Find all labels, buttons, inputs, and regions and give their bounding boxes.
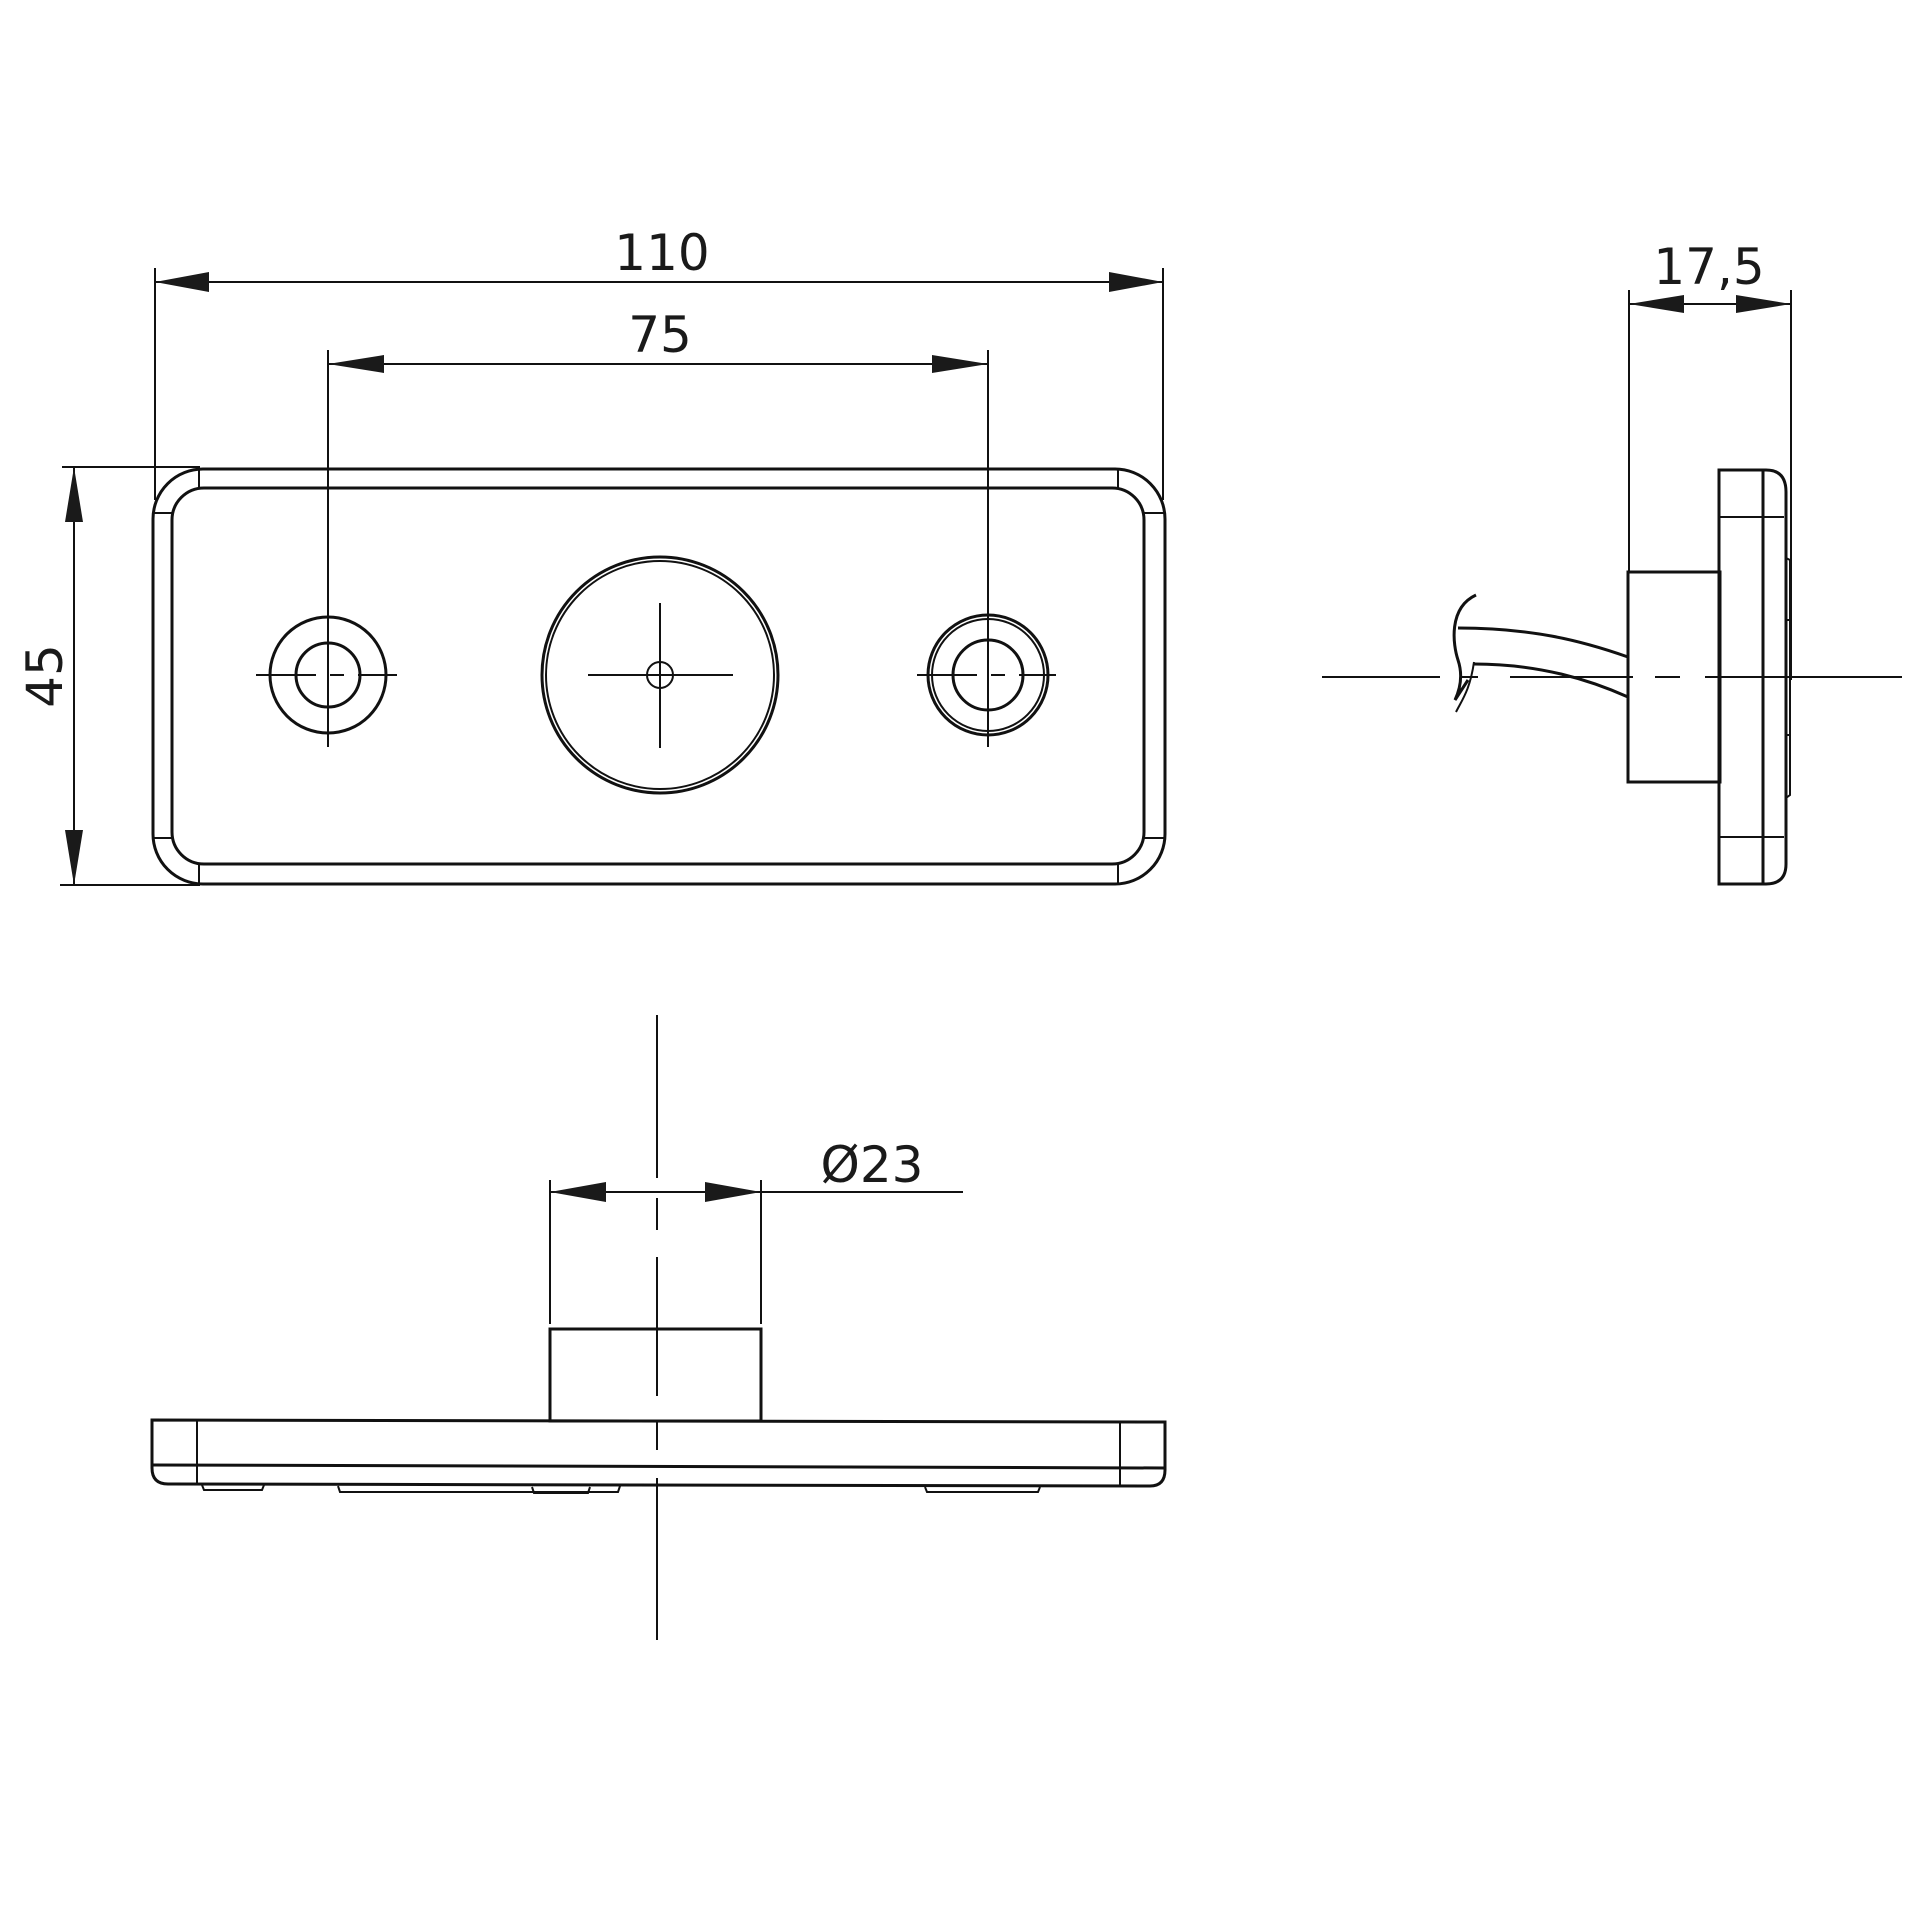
dim-label-45: 45 <box>16 644 74 708</box>
dim-label-diameter-23: Ø23 <box>821 1136 924 1194</box>
front-inner-outline <box>170 486 1146 866</box>
left-mounting-hole <box>256 598 397 747</box>
side-view: 17,5 <box>1322 238 1902 886</box>
bottom-view: Ø23 <box>150 1015 1167 1640</box>
center-lens <box>540 555 780 795</box>
corner-ticks <box>153 469 1165 884</box>
front-outer-outline <box>151 467 1167 886</box>
dimension-depth: 17,5 <box>1628 238 1792 680</box>
cable <box>1452 593 1629 713</box>
bottom-boss <box>548 1327 763 1423</box>
side-flange <box>1717 468 1791 886</box>
right-mounting-hole <box>917 580 1056 747</box>
dimension-boss-diameter: Ø23 <box>549 1136 963 1324</box>
front-view: 110 75 45 <box>16 224 1167 886</box>
dimension-overall-height: 45 <box>16 466 200 886</box>
dim-label-17-5: 17,5 <box>1653 238 1764 296</box>
dimension-hole-spacing: 75 <box>327 306 989 600</box>
dim-label-75: 75 <box>628 306 692 364</box>
bottom-base-plate <box>150 1418 1167 1494</box>
dimension-overall-width: 110 <box>154 224 1164 500</box>
dim-label-110: 110 <box>614 224 709 282</box>
